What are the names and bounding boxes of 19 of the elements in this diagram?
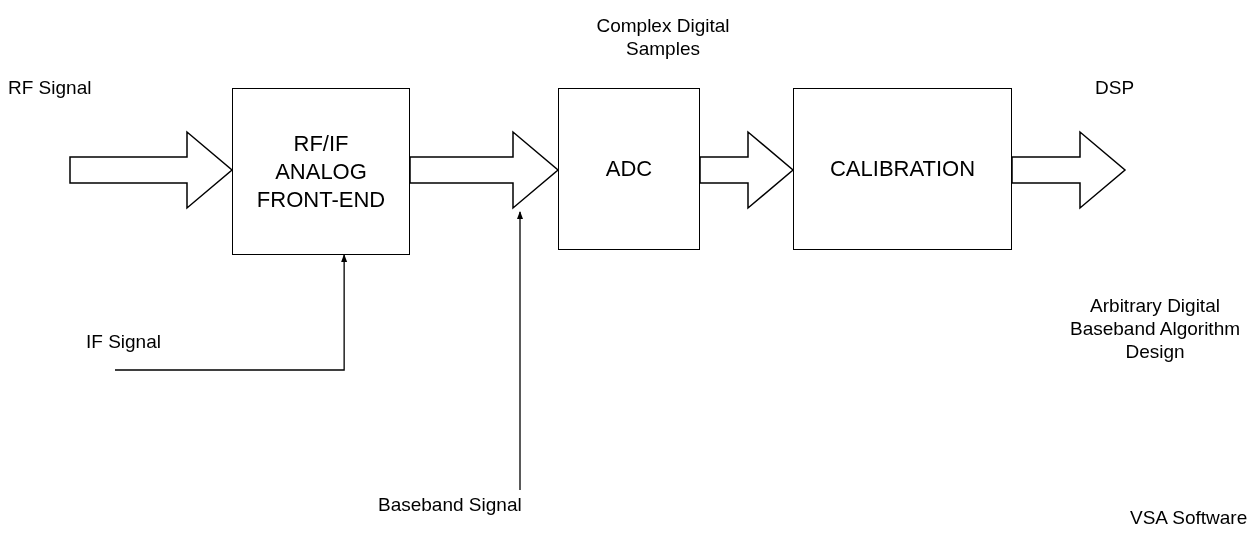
box-label: CALIBRATION — [829, 155, 976, 183]
box-label: ADC — [605, 155, 653, 183]
block-arrow — [1011, 130, 1127, 210]
arrow — [517, 211, 523, 491]
process-box — [793, 88, 1012, 250]
process-box — [232, 88, 410, 255]
annotation-text: Complex Digital Samples — [595, 14, 731, 60]
signal-label: IF Signal — [86, 330, 226, 353]
signal-label: Baseband Signal — [378, 493, 578, 516]
box-label: RF/IF ANALOG FRONT-END — [255, 129, 387, 214]
block-arrow — [699, 130, 795, 210]
annotation-text: RF Signal — [8, 76, 93, 99]
annotation-text: DSP — [1095, 76, 1136, 99]
process-box — [558, 88, 700, 250]
arrow — [114, 254, 348, 371]
block-arrow — [409, 130, 560, 210]
annotation-text: Arbitrary Digital Baseband Algorithm Design — [1068, 294, 1242, 363]
annotation-text: VSA Software — [1130, 506, 1249, 529]
block-arrow — [69, 130, 234, 210]
